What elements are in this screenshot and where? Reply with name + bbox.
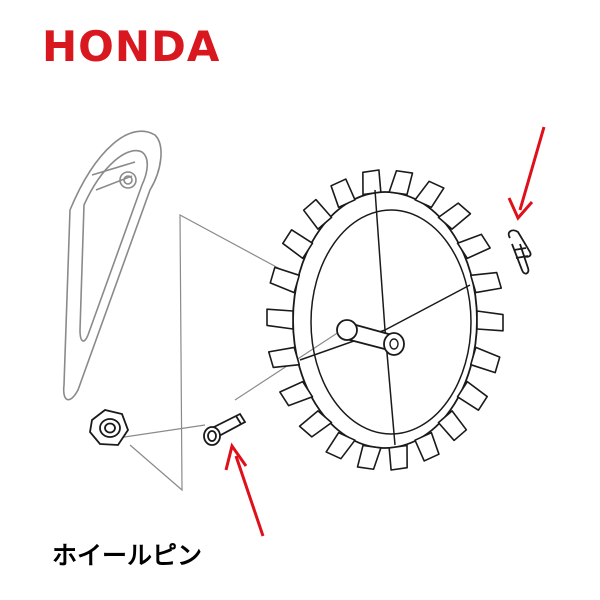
wheel-lug xyxy=(469,271,503,294)
clip-pin-icon xyxy=(507,229,532,275)
wheel-lug xyxy=(279,380,314,407)
wheel-lug xyxy=(437,202,472,230)
part-name-label: ホイールピン xyxy=(52,541,203,570)
wheel-lug xyxy=(469,346,501,374)
wheel-lug xyxy=(269,266,301,294)
wheel-lug xyxy=(266,308,294,330)
wheel-pin-icon xyxy=(203,412,247,446)
wheel-lug xyxy=(325,431,356,460)
wheel-lug xyxy=(388,169,414,196)
wheel-lug xyxy=(302,198,333,230)
wheel-lug xyxy=(414,180,445,209)
arm-icon xyxy=(62,130,162,401)
nut-icon xyxy=(89,409,130,446)
wheel-icon xyxy=(266,169,504,471)
wheel-inner-rim xyxy=(310,209,472,435)
arrow-to-wheel-pin xyxy=(224,442,265,537)
wheel-lug xyxy=(356,444,382,471)
wheel-lug xyxy=(388,444,408,471)
wheel-hub xyxy=(336,319,358,341)
wheel-lug xyxy=(456,233,491,260)
wheel-lug xyxy=(267,346,301,369)
wheel-hub-hole xyxy=(389,338,399,350)
wheel-lug xyxy=(298,410,333,438)
wheel-lug xyxy=(456,380,488,411)
wheel-spoke xyxy=(384,284,471,331)
wheel-lug xyxy=(362,169,382,196)
wheel-lug xyxy=(476,310,504,332)
wheel-spoke xyxy=(374,189,386,331)
arrow-to-clip-pin xyxy=(507,126,546,221)
wheel-lug xyxy=(414,431,440,462)
arrow-icon xyxy=(224,126,546,537)
wheel-lug xyxy=(437,410,468,442)
wheel-lug xyxy=(330,178,356,209)
wheel-lug xyxy=(282,229,314,260)
honda-logo: HONDA xyxy=(42,22,221,71)
